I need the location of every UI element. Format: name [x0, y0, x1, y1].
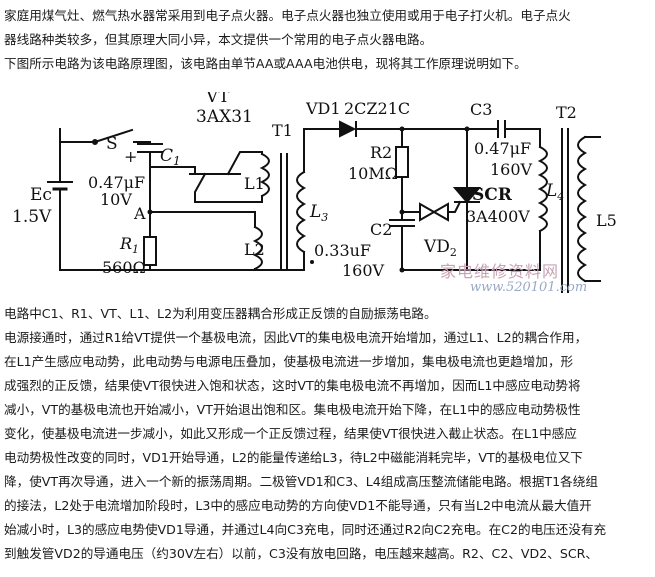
c1-value: 0.47μF: [88, 173, 145, 192]
intro-line: 下图所示电路为该电路原理图，该电路由单节AA或AAA电池供电，现将其工作原理说明…: [4, 56, 527, 71]
c1-voltage: 10V: [100, 190, 132, 209]
wire-top-left: [59, 128, 96, 143]
body-line: 降，使VT再次导通，进入一个新的振荡周期。二极管VD1和C3、L4组成高压整流储…: [4, 474, 598, 489]
wire-l3-bottom: [299, 251, 305, 271]
body-line: 成强烈的正反馈，结果使VT很快进入饱和状态，这时VT的集电极电流不再增加，因而L…: [4, 378, 581, 393]
vt-label: VT: [205, 92, 230, 107]
junction-bottom: [399, 267, 405, 273]
vd1-label: VD1: [305, 99, 341, 118]
circuit-schematic: VT 3AX31 Ec 1.5V S + C1 0.47μF 10V A R1 …: [12, 92, 617, 293]
inductor-l2: [252, 225, 263, 271]
body-paragraph: 电路中C1、R1、VT、L1、L2为利用变压器耦合形成正反馈的自励振荡电路。 电…: [4, 302, 652, 566]
body-line: 变化，使基极电流进一步减小，如此又形成一个正反馈过程，结果使VT很快进入截止状态…: [4, 426, 577, 441]
inductor-l1: [259, 152, 270, 198]
r2-value: 10MΩ: [348, 164, 398, 183]
wire-a-to-l2: [149, 211, 256, 228]
c2-value: 0.33uF: [314, 241, 371, 260]
watermark-site-url: www.520101.com: [470, 280, 588, 295]
inductor-l3: [296, 170, 307, 254]
body-line: 电源接通时，通过R1给VT提供一个基极电流，因此VT的集电极电流开始增加，通过L…: [4, 330, 588, 345]
wire-ec-bottom: [59, 188, 301, 271]
node-a-label: A: [133, 204, 146, 223]
l3-dot: [310, 260, 314, 264]
l4-label: L4: [545, 181, 564, 203]
switch-contact: [92, 139, 98, 145]
switch-label: S: [106, 134, 118, 154]
body-line: 电动势极性改变的同时，VD1开始导通，L2的能量传递给L3，待L2中磁能消耗完毕…: [4, 450, 583, 465]
ec-value: 1.5V: [12, 207, 52, 227]
watermark-site-name: 家电维修资料网: [440, 262, 560, 281]
c3-label: C3: [470, 100, 492, 119]
intro-line: 家庭用煤气灶、燃气热水器常采用到电子点火器。电子点火器也独立使用或用于电子打火机…: [4, 8, 571, 23]
c1-plus: +: [124, 147, 137, 166]
switch-s: [93, 128, 134, 144]
body-line: 到触发管VD2的导通电压（约30V左右）以前，C3没有放电回路，电压越来越高。R…: [4, 546, 598, 561]
t2-label: T2: [556, 103, 577, 122]
junction-r2: [399, 126, 405, 132]
vd2-label: VD2: [423, 237, 457, 259]
wire-vd2-scr: [447, 200, 462, 213]
vt-part: 3AX31: [196, 107, 253, 127]
vt-emitter: [226, 151, 263, 176]
vd1-anode: [339, 120, 357, 138]
r2-label: R2: [370, 143, 392, 162]
inductor-l5: [577, 135, 588, 283]
junction-c2: [399, 209, 405, 215]
c2-voltage: 160V: [342, 261, 385, 280]
vd2-diode-b: [431, 202, 449, 222]
c3-voltage: 160V: [490, 160, 533, 179]
junction-scr: [464, 126, 470, 132]
wire-l3-top: [303, 128, 341, 173]
body-line: 的接法，L2处于电流增加阶段时，L3中的感应电动势的方向使VD1不能导通，只有当…: [4, 498, 592, 513]
wire-c3-right: [504, 128, 541, 148]
l3-label: L3: [309, 202, 328, 224]
body-line: 在L1产生感应电动势，此电动势与电源电压叠加，使基极电流进一步增加，集电极电流也…: [4, 354, 574, 369]
t1-label: T1: [272, 121, 293, 140]
intro-line: 器线路种类较多，但其原理大同小异，本文提供一个常用的电子点火器电路。: [4, 32, 433, 47]
c3-value: 0.47μF: [474, 139, 531, 158]
scr-label: SCR: [472, 185, 513, 205]
junction-a: [147, 209, 153, 215]
c1-label: C1: [160, 146, 181, 168]
vt-collector: [194, 172, 263, 203]
wire-l4-bottom: [497, 230, 541, 271]
l2-label: L2: [244, 240, 265, 259]
body-line: 始减小时，L3的感应电势使VD1导通，并通过L4向C3充电，同时还通过R2向C2…: [4, 522, 607, 537]
body-line: 电路中C1、R1、VT、L1、L2为利用变压器耦合形成正反馈的自励振荡电路。: [4, 306, 437, 321]
vd1-part: 2CZ21C: [344, 99, 410, 118]
ec-label: Ec: [30, 185, 52, 205]
r1-value: 560Ω: [102, 258, 146, 277]
inductor-l4: [537, 145, 548, 233]
vd2-diode-a: [419, 202, 437, 222]
r1-label: R1: [119, 234, 139, 256]
vt-base-wire: [149, 151, 196, 175]
l1-label: L1: [244, 174, 265, 193]
scr-part: 3A400V: [466, 207, 530, 226]
c2-label: C2: [370, 220, 392, 239]
body-line: 减小，VT的基极电流也开始减小，VT开始退出饱和区。集电极电流开始下降，在L1中…: [4, 402, 581, 417]
l5-label: L5: [596, 211, 617, 230]
intro-paragraph: 家庭用煤气灶、燃气热水器常采用到电子点火器。电子点火器也独立使用或用于电子打火机…: [4, 4, 652, 76]
scr-body: [452, 187, 482, 204]
